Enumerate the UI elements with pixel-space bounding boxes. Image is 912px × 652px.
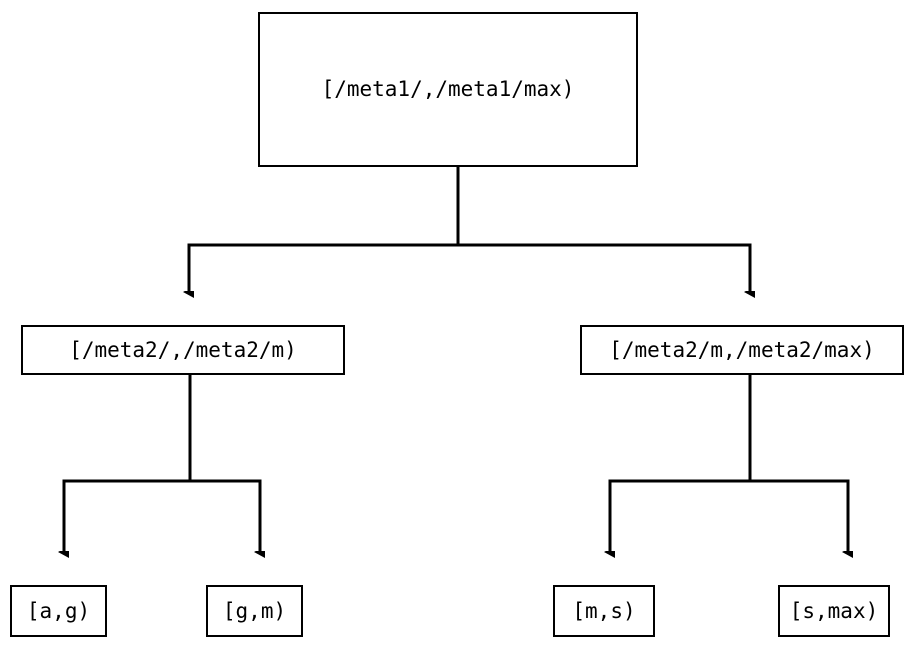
node-leaf-ms-label: [m,s) xyxy=(572,598,636,623)
node-leaf-ag-label: [a,g) xyxy=(26,598,91,623)
edge-mid-left-to-leaf-ag xyxy=(64,375,192,552)
edge-mid-right-to-leaf-ms xyxy=(610,375,752,552)
node-mid-right: [/meta2/m,/meta2/max) xyxy=(580,325,904,375)
node-mid-right-label: [/meta2/m,/meta2/max) xyxy=(609,337,875,362)
node-leaf-smax: [s,max) xyxy=(778,585,890,637)
node-root: [/meta1/,/meta1/max) xyxy=(258,12,638,167)
node-leaf-gm-label: [g,m) xyxy=(222,598,287,623)
node-leaf-ag: [a,g) xyxy=(10,585,107,637)
node-leaf-gm: [g,m) xyxy=(206,585,303,637)
node-leaf-smax-label: [s,max) xyxy=(789,598,879,623)
edge-root-to-mid-right xyxy=(456,167,750,292)
node-root-label: [/meta1/,/meta1/max) xyxy=(321,77,575,101)
node-leaf-ms: [m,s) xyxy=(553,585,655,637)
edge-mid-right-to-leaf-smax xyxy=(748,375,848,552)
node-mid-left: [/meta2/,/meta2/m) xyxy=(21,325,345,375)
node-mid-left-label: [/meta2/,/meta2/m) xyxy=(69,337,297,362)
edge-root-to-mid-left xyxy=(189,167,460,292)
edge-mid-left-to-leaf-gm xyxy=(188,375,260,552)
